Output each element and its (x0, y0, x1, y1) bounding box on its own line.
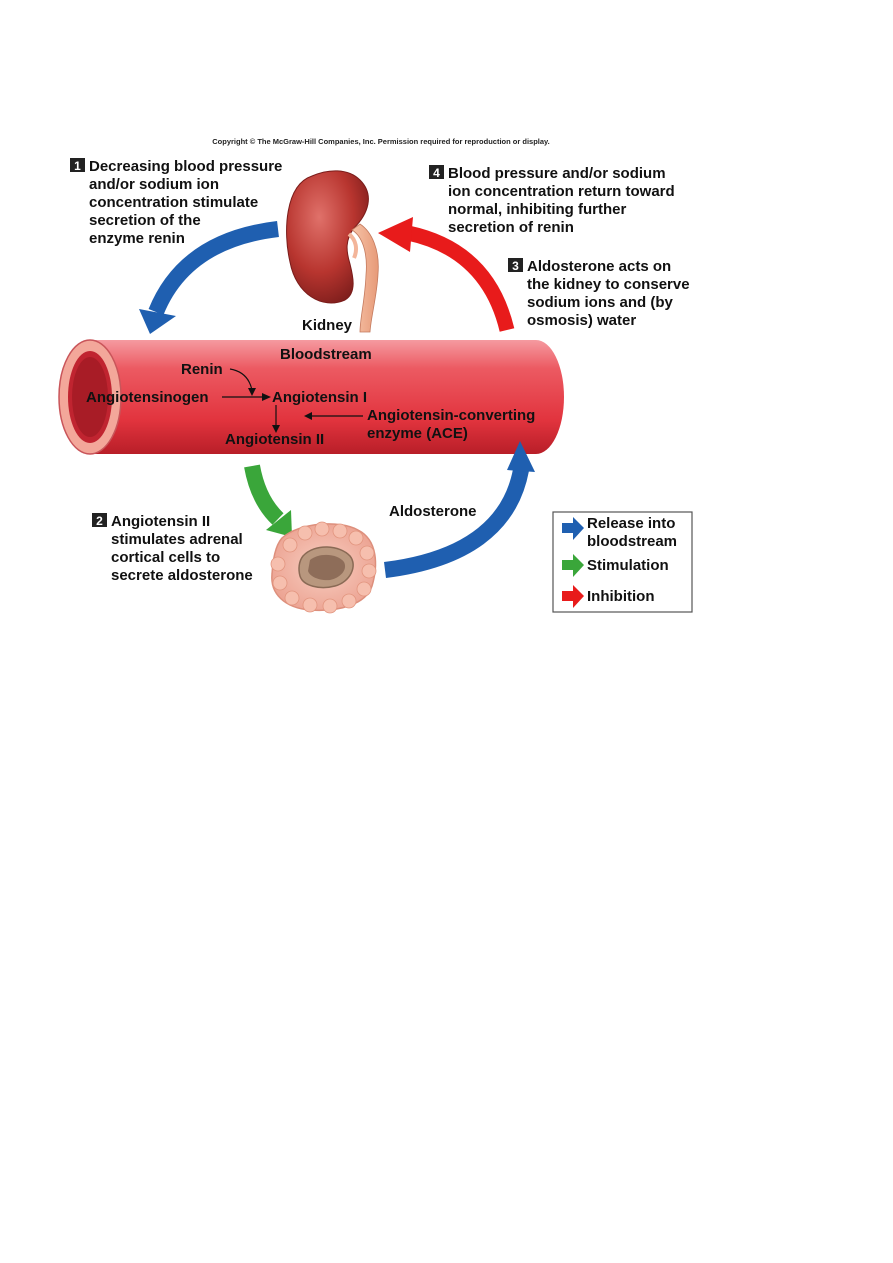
ace-label-line2: enzyme (ACE) (367, 425, 468, 442)
step-1: 1 Decreasing blood pressure and/or sodiu… (70, 158, 282, 247)
step-2: 2 Angiotensin II stimulates adrenal cort… (92, 513, 253, 584)
copyright-text: Copyright © The McGraw-Hill Companies, I… (212, 137, 550, 146)
step-4: 4 Blood pressure and/or sodium ion conce… (429, 165, 675, 236)
legend-stimulation-icon (562, 554, 584, 577)
adrenal-gland-illustration (270, 521, 377, 614)
step-4-line-4: secretion of renin (448, 219, 574, 236)
legend-release-line-1: Release into (587, 515, 675, 532)
renin-label: Renin (181, 361, 223, 378)
step-4-line-2: ion concentration return toward (448, 183, 675, 200)
step-4-line-1: Blood pressure and/or sodium (448, 165, 666, 182)
step-2-line-1: Angiotensin II (111, 513, 210, 530)
step-4-line-3: normal, inhibiting further (448, 201, 626, 218)
angiotensinogen-label: Angiotensinogen (86, 389, 209, 406)
inhibition-arrow (378, 217, 515, 332)
step-3-line-1: Aldosterone acts on (527, 258, 671, 275)
ace-label-line1: Angiotensin-converting (367, 407, 535, 424)
step-2-line-4: secrete aldosterone (111, 567, 253, 584)
legend-inhibition-label: Inhibition (587, 588, 654, 605)
blood-vessel (58, 339, 564, 455)
step-1-line-2: and/or sodium ion (89, 176, 219, 193)
step-3-number: 3 (512, 259, 519, 273)
legend: Release into bloodstream Stimulation Inh… (552, 511, 693, 613)
step-1-number: 1 (74, 159, 81, 173)
reaction-arrows (222, 368, 363, 433)
step-1-line-3: concentration stimulate (89, 194, 258, 211)
step-2-line-2: stimulates adrenal (111, 531, 243, 548)
stimulation-arrow (244, 464, 292, 537)
step-1-line-5: enzyme renin (89, 230, 185, 247)
step-3-line-4: osmosis) water (527, 312, 636, 329)
angiotensin-1-label: Angiotensin I (272, 389, 367, 406)
aldosterone-label: Aldosterone (389, 503, 477, 520)
step-3-line-2: the kidney to conserve (527, 276, 690, 293)
step-1-line-4: secretion of the (89, 212, 201, 229)
legend-inhibition-icon (562, 585, 584, 608)
release-arrow-renin (139, 221, 279, 334)
kidney-label: Kidney (302, 317, 353, 334)
step-3-line-3: sodium ions and (by (527, 294, 673, 311)
bloodstream-label: Bloodstream (280, 346, 372, 363)
kidney-illustration (286, 170, 379, 333)
step-2-line-3: cortical cells to (111, 549, 220, 566)
legend-release-line-2: bloodstream (587, 533, 677, 550)
step-2-number: 2 (96, 514, 103, 528)
legend-release-icon (562, 517, 584, 540)
angiotensin-2-label: Angiotensin II (225, 431, 324, 448)
release-arrow-aldosterone (384, 441, 535, 578)
legend-stimulation-label: Stimulation (587, 557, 669, 574)
step-1-line-1: Decreasing blood pressure (89, 158, 282, 175)
step-4-number: 4 (433, 166, 440, 180)
step-3: 3 Aldosterone acts on the kidney to cons… (508, 258, 690, 329)
